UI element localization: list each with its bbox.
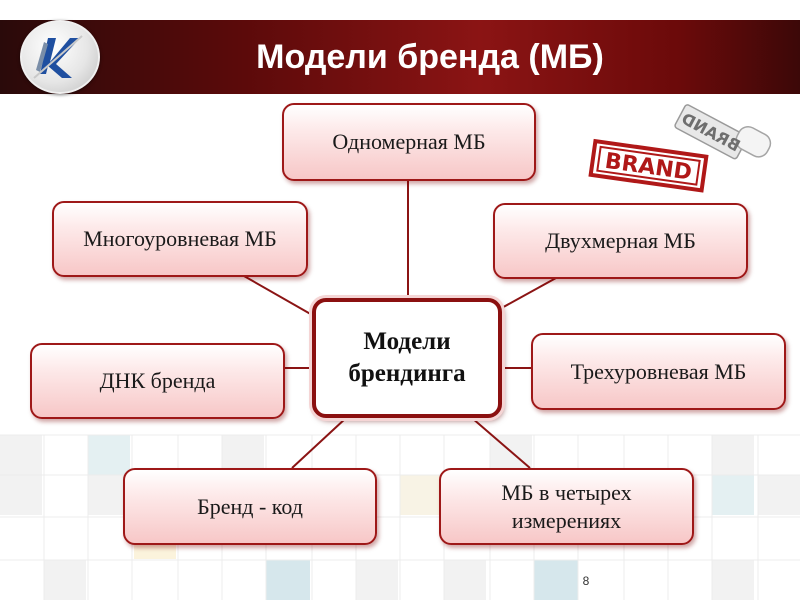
node-three-level: Трехуровневая МБ — [531, 333, 786, 410]
node-three-level-label: Трехуровневая МБ — [570, 358, 747, 384]
connector-two-dimensional — [497, 277, 557, 311]
connector-multilevel — [243, 275, 315, 317]
node-four-dimensions: МБ в четырех измерениях — [439, 468, 694, 545]
center-node: Модели брендинга — [312, 298, 502, 418]
node-multilevel-label: Многоуровневая МБ — [83, 226, 277, 251]
node-brand-code-label: Бренд - код — [197, 493, 303, 519]
center-node-line1: Модели — [363, 328, 451, 355]
connector-four-dimensions — [471, 417, 531, 469]
node-one-dimensional-label: Одномерная МБ — [332, 129, 486, 154]
center-node-line2: брендинга — [348, 360, 466, 387]
connector-brand-code — [291, 417, 347, 469]
node-one-dimensional: Одномерная МБ — [282, 103, 536, 181]
node-two-dimensional-label: Двухмерная МБ — [545, 228, 696, 253]
node-dna: ДНК бренда — [30, 343, 285, 419]
node-brand-code: Бренд - код — [123, 468, 377, 545]
node-two-dimensional: Двухмерная МБ — [493, 203, 748, 279]
page-number: 8 — [582, 574, 590, 588]
logo — [20, 20, 100, 94]
node-four-dimensions-label-line1: МБ в четырех — [501, 479, 632, 505]
brand-stamp-illustration: BRAND BRAND — [588, 104, 772, 193]
node-four-dimensions-label-line2: измерениях — [511, 507, 622, 533]
node-dna-label: ДНК бренда — [99, 368, 216, 393]
logo-icon — [33, 35, 83, 79]
header-band — [0, 20, 800, 94]
slide-title: Модели бренда (МБ) — [256, 38, 604, 76]
node-multilevel: Многоуровневая МБ — [52, 201, 308, 277]
